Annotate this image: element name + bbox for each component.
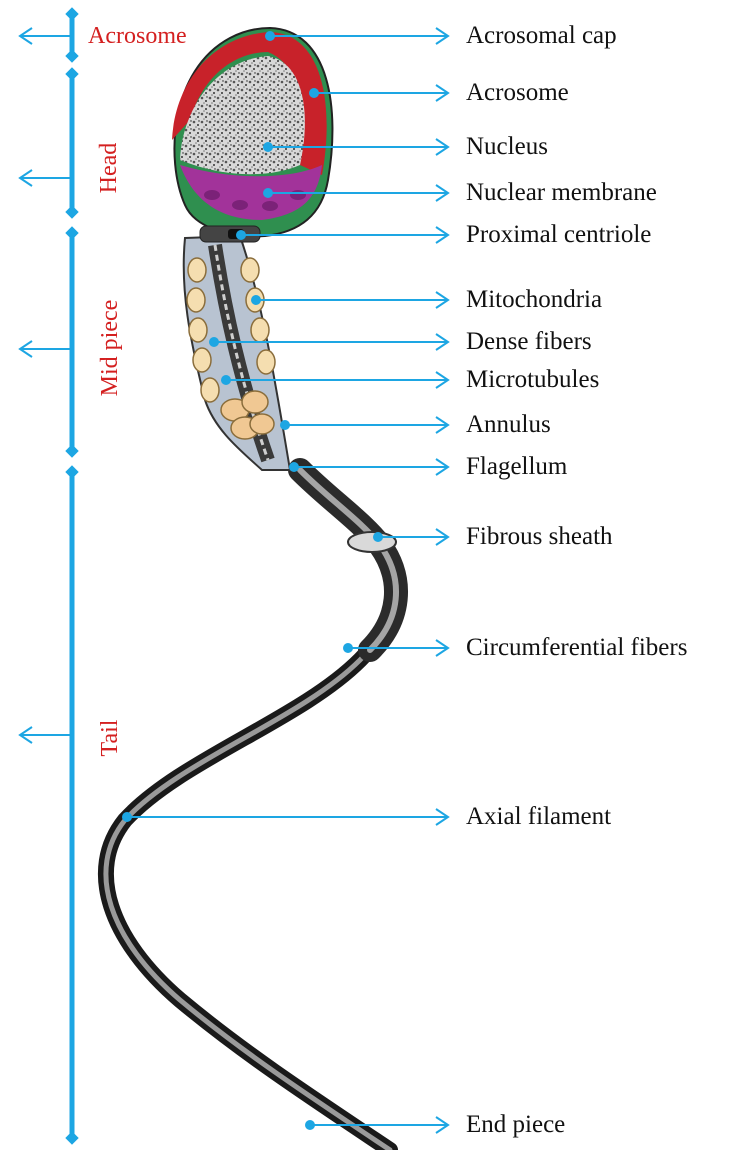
principal-piece-thick [300, 470, 396, 650]
label-annulus: Annulus [466, 412, 551, 437]
label-nucleus: Nucleus [466, 134, 548, 159]
region-label-head: Head [97, 138, 123, 198]
label-flagellum: Flagellum [466, 454, 567, 479]
label-end-piece: End piece [466, 1112, 565, 1137]
label-proximal-centriole: Proximal centriole [466, 222, 651, 247]
label-dense-fibers: Dense fibers [466, 329, 592, 354]
label-circumferential-fibers: Circumferential fibers [466, 635, 687, 660]
region-left-arrows [20, 28, 70, 743]
label-acrosomal-cap: Acrosomal cap [466, 23, 617, 48]
label-mitochondria: Mitochondria [466, 287, 602, 312]
label-axial-filament: Axial filament [466, 804, 611, 829]
fibrous-sheath-ring [348, 532, 396, 552]
label-acrosome: Acrosome [466, 80, 569, 105]
label-nuclear-membrane: Nuclear membrane [466, 180, 657, 205]
region-label-acrosome: Acrosome [88, 24, 187, 48]
label-fibrous-sheath: Fibrous sheath [466, 524, 613, 549]
region-label-mid-piece: Mid piece [98, 293, 124, 403]
label-microtubules: Microtubules [466, 367, 599, 392]
region-label-tail: Tail [98, 713, 124, 763]
tail-body [106, 470, 395, 1150]
